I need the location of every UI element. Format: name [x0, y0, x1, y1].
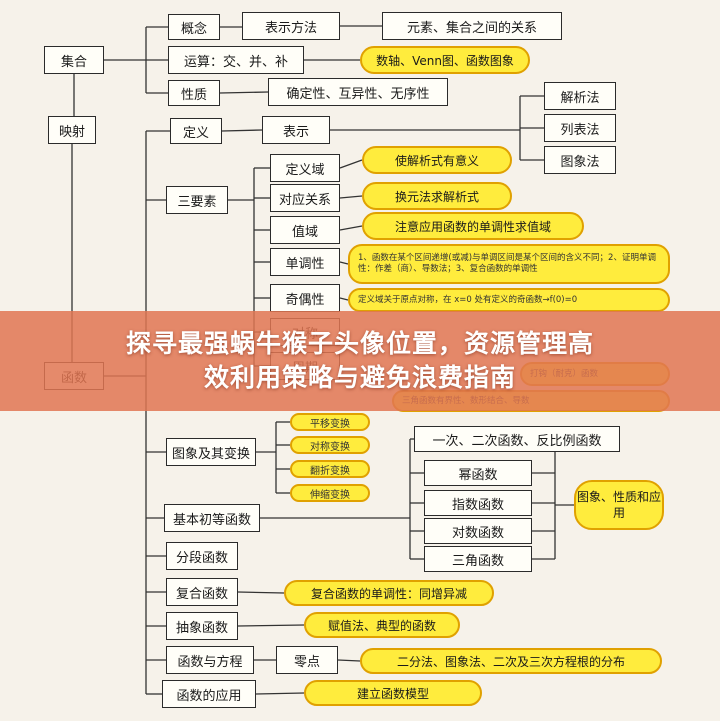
node-zhiyu: 值域 — [270, 216, 340, 244]
node-fanzhe: 翻折变换 — [290, 460, 370, 478]
connector-line — [255, 692, 305, 695]
node-quedingxing: 确定性、互异性、无序性 — [268, 78, 448, 106]
connector-line — [219, 91, 269, 94]
node-p-zhiyu: 注意应用函数的单调性求值域 — [362, 212, 584, 240]
node-dingyiyu: 定义域 — [270, 154, 340, 182]
node-p-dingyiyu: 使解析式有意义 — [362, 146, 512, 174]
connector-line — [339, 261, 349, 265]
banner-line-1: 探寻最强蜗牛猴子头像位置，资源管理高 — [125, 329, 594, 358]
node-tuxiangxingzhi: 图象、性质和应用 — [574, 480, 664, 530]
node-yici: 一次、二次函数、反比例函数 — [414, 426, 620, 452]
node-shuzhou: 数轴、Venn图、函数图象 — [360, 46, 530, 74]
connector-line — [237, 624, 305, 627]
node-shensuo: 伸缩变换 — [290, 484, 370, 502]
node-yunsuan: 运算：交、并、补 — [168, 46, 304, 74]
node-mihanshu: 幂函数 — [424, 460, 532, 486]
connector-line — [339, 225, 363, 231]
connector-line — [221, 129, 263, 132]
node-zhishu: 指数函数 — [424, 490, 532, 516]
node-dandiaoxing: 单调性 — [270, 248, 340, 276]
node-biaoshifangfa: 表示方法 — [242, 12, 340, 40]
connector-line — [339, 195, 363, 199]
node-lingdian: 零点 — [276, 646, 338, 674]
node-pingyi: 平移变换 — [290, 413, 370, 431]
node-fenduan: 分段函数 — [166, 542, 238, 570]
node-chouxiang: 抽象函数 — [166, 612, 238, 640]
node-duiyingguanxi: 对应关系 — [270, 184, 340, 212]
connector-line — [237, 591, 285, 594]
connector-line — [339, 159, 363, 169]
node-jiexifa: 解析法 — [544, 82, 616, 110]
connector-line — [339, 297, 349, 301]
node-p-lingdian: 二分法、图象法、二次及三次方程根的分布 — [360, 648, 662, 674]
node-xingzhi: 性质 — [168, 80, 220, 106]
node-p-qiou: 定义域关于原点对称，在 x=0 处有定义的奇函数→f(0)=0 — [348, 288, 670, 312]
node-gainian: 概念 — [168, 14, 220, 40]
node-p-dandiao: 1、函数在某个区间递增(或减)与单调区间是某个区间的含义不同；2、证明单调性：作… — [348, 244, 670, 284]
node-sanjiao: 三角函数 — [424, 546, 532, 572]
node-p-huanyuan: 换元法求解析式 — [362, 182, 512, 210]
title-banner: 探寻最强蜗牛猴子头像位置，资源管理高 效利用策略与避免浪费指南 — [0, 311, 720, 411]
node-liebiaofa: 列表法 — [544, 114, 616, 142]
node-p-yingyong: 建立函数模型 — [304, 680, 482, 706]
connector-line — [337, 659, 361, 662]
node-fangcheng: 函数与方程 — [166, 646, 254, 674]
node-tuxiangfa: 图象法 — [544, 146, 616, 174]
node-yuansu: 元素、集合之间的关系 — [382, 12, 562, 40]
node-tuxiangbianhuan: 图象及其变换 — [166, 438, 256, 466]
node-sanyaosu: 三要素 — [166, 186, 228, 214]
node-p-chouxiang: 赋值法、典型的函数 — [304, 612, 460, 638]
node-jihe: 集合 — [44, 46, 104, 74]
node-yingyong: 函数的应用 — [162, 680, 256, 708]
node-p-fuhe: 复合函数的单调性：同增异减 — [284, 580, 494, 606]
node-yingshe: 映射 — [48, 116, 96, 144]
node-duicheng: 对称变换 — [290, 436, 370, 454]
node-fuhe: 复合函数 — [166, 578, 238, 606]
node-jibenchudeng: 基本初等函数 — [164, 504, 260, 532]
banner-line-2: 效利用策略与避免浪费指南 — [203, 363, 516, 392]
node-biaoshi: 表示 — [262, 116, 330, 144]
node-dingyi: 定义 — [170, 118, 222, 144]
node-qioudxing: 奇偶性 — [270, 284, 340, 312]
node-duishu: 对数函数 — [424, 518, 532, 544]
